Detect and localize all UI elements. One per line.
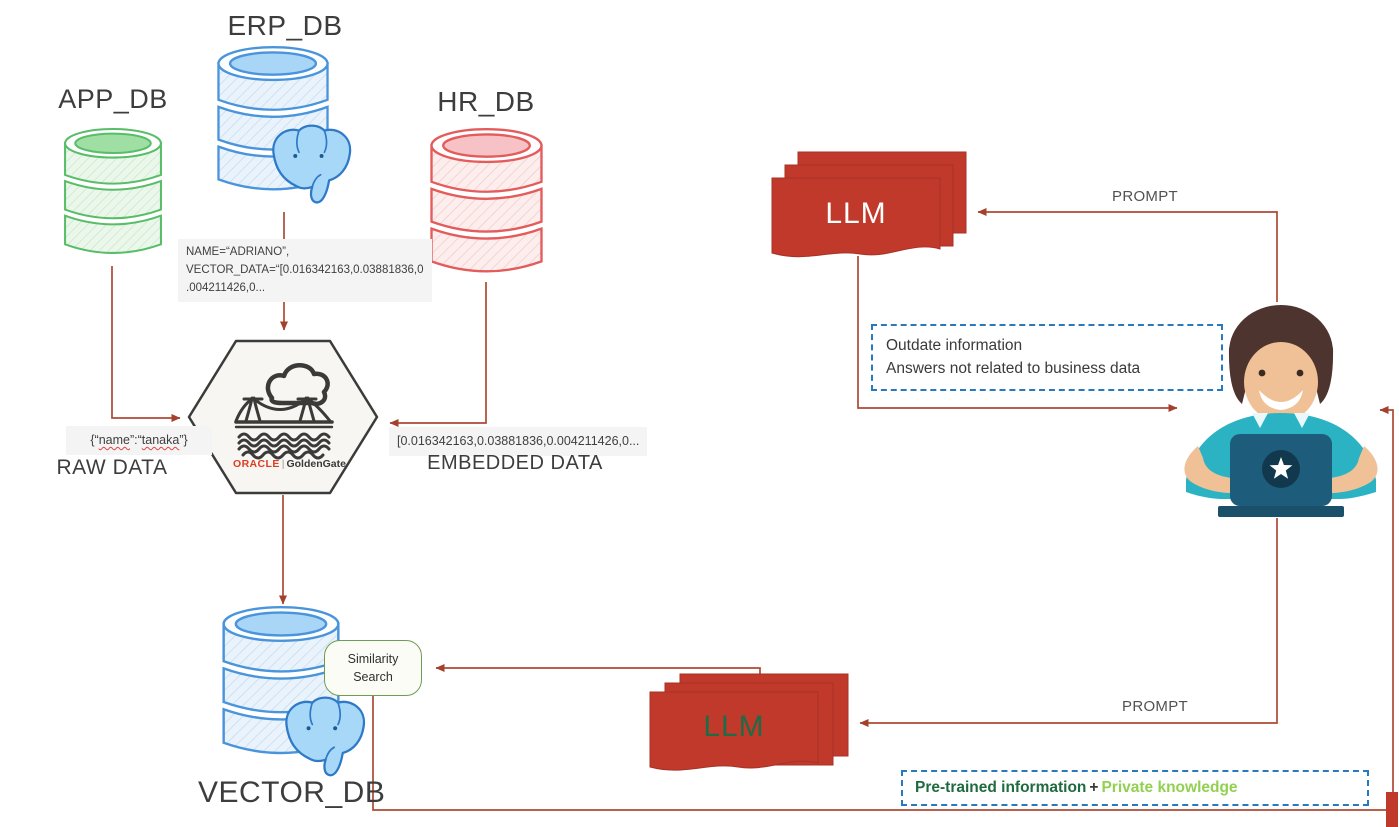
raw-data-caption: RAW DATA (56, 456, 168, 479)
llm-top-label: LLM (825, 197, 887, 230)
postgresql-elephant-icon (272, 124, 352, 204)
similarity-line: Similarity (347, 651, 399, 666)
json-close: ”} (179, 433, 188, 447)
knowledge-callout: Pre-trained information+Private knowledg… (901, 770, 1369, 806)
vector-db-label: VECTOR_DB (198, 776, 386, 809)
hr-db-label: HR_DB (437, 86, 535, 117)
raw-data-json-box: {“name”:“tanaka”} (66, 426, 212, 456)
hr-db-cylinder (430, 128, 543, 273)
arrow-user-prompt-to-llm-bottom (859, 518, 1278, 727)
embedded-vector-box: [0.016342163,0.03881836,0.004211426,0... (389, 427, 648, 457)
arrow-user-prompt-to-llm-top (977, 208, 1278, 302)
arrow-appdb-to-goldengate (111, 266, 181, 422)
pretrained-knowledge-text: Pre-trained information (915, 779, 1087, 796)
user-illustration (1184, 305, 1378, 517)
arrow-llm-to-similarity-search (435, 664, 761, 675)
user-fringe (1245, 326, 1317, 362)
llm-top-stack (771, 151, 967, 258)
json-separator: ”:“ (129, 433, 142, 447)
json-field: name (98, 433, 130, 447)
postgresql-elephant-icon (285, 696, 366, 777)
issue-line: Outdate information (886, 337, 1023, 354)
plus-separator: + (1089, 779, 1099, 796)
record-line: NAME=“ADRIANO”, (186, 246, 290, 258)
similarity-search-pill: Similarity Search (324, 640, 422, 696)
json-value: tanaka (141, 433, 180, 447)
arrow-llm-top-answer-to-user (857, 256, 1178, 412)
arrow-hrdb-to-goldengate (389, 282, 487, 427)
similarity-line: Search (353, 670, 393, 684)
goldengate-product: GoldenGate (286, 458, 346, 470)
erp-db-label: ERP_DB (227, 10, 343, 41)
outdated-info-callout: Outdate information Answers not related … (871, 324, 1223, 391)
issue-line: Answers not related to business data (886, 360, 1141, 378)
llm-bottom-label: LLM (703, 710, 765, 743)
laptop-base (1218, 506, 1344, 517)
prompt-label-top: PROMPT (1112, 188, 1178, 205)
app-db-cylinder (64, 128, 162, 254)
user-left-arm (1184, 446, 1232, 493)
goldengate-hexagon (187, 339, 379, 495)
prompt-label-bottom: PROMPT (1122, 698, 1188, 715)
json-open: {“ (90, 433, 99, 447)
llm-bottom-stack (649, 673, 849, 771)
user-right-arm (1330, 446, 1378, 493)
goldengate-wordmark: ORACLE|GoldenGate (233, 458, 346, 470)
wordmark-divider: | (281, 458, 285, 470)
record-line: .004211426,0... (186, 281, 266, 294)
record-line: VECTOR_DATA=“[0.016342163,0.03881836,0 (186, 263, 424, 276)
user-smile (1259, 390, 1303, 410)
adriano-record-box: NAME=“ADRIANO”, VECTOR_DATA=“[0.01634216… (178, 239, 432, 303)
private-knowledge-text: Private knowledge (1101, 779, 1238, 796)
oracle-brand: ORACLE (233, 458, 280, 470)
app-db-label: APP_DB (58, 84, 168, 114)
user-face (1244, 342, 1318, 422)
laptop-star-icon (1269, 457, 1293, 479)
connector-end-bar (1386, 792, 1398, 827)
goldengate-bridge-icon (234, 363, 334, 460)
embedded-data-caption: EMBEDDED DATA (427, 452, 603, 474)
